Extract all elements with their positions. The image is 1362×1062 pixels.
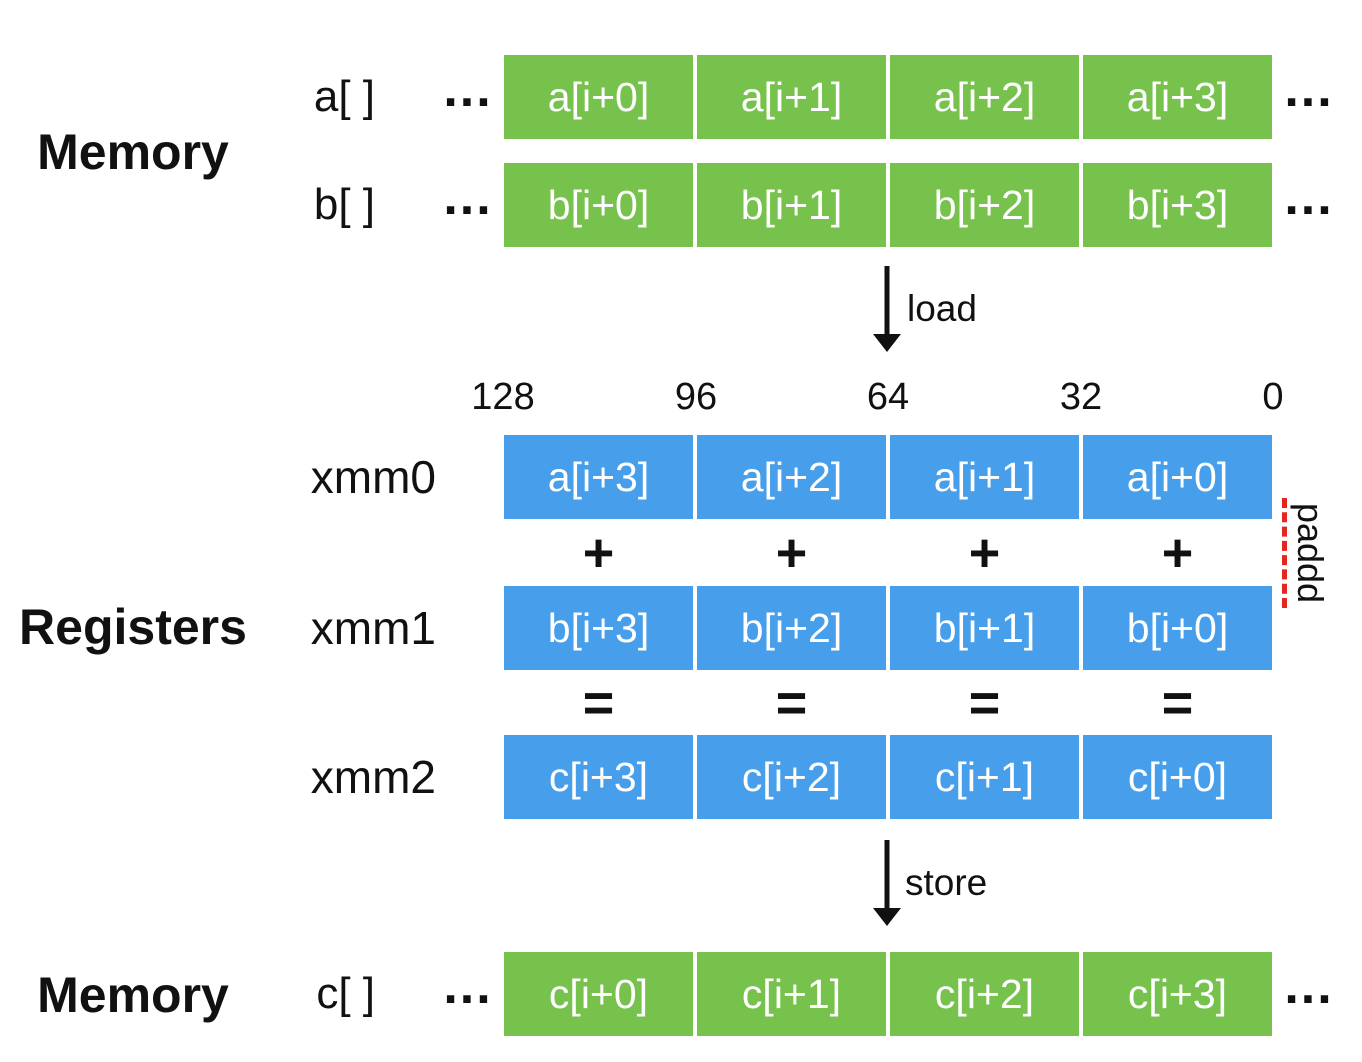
register-xmm1-label: xmm1 xyxy=(310,602,436,654)
register-cell: a[i+1] xyxy=(890,435,1079,519)
array-a-label: a[ ] xyxy=(313,72,375,121)
register-cell: b[i+0] xyxy=(1083,586,1272,670)
register-cell: c[i+1] xyxy=(890,735,1079,819)
arrow-head xyxy=(873,334,901,352)
register-cell: a[i+0] xyxy=(1083,435,1272,519)
bit-label-96: 96 xyxy=(674,376,718,418)
memory-cell: c[i+1] xyxy=(697,952,886,1036)
array-b-label: b[ ] xyxy=(313,180,375,229)
memory-cell: a[i+1] xyxy=(697,55,886,139)
load-label: load xyxy=(907,288,977,329)
memory-top-section-label: Memory xyxy=(37,123,229,180)
plus-operator: + xyxy=(582,522,615,583)
register-cell: c[i+3] xyxy=(504,735,693,819)
store-arrow-icon xyxy=(873,840,901,926)
arrow-head xyxy=(873,908,901,926)
equals-operator: = xyxy=(1161,672,1194,733)
equals-operator: = xyxy=(775,672,808,733)
paddd-instruction-label: paddd xyxy=(1282,498,1331,608)
memory-cell: b[i+0] xyxy=(504,163,693,247)
plus-operator: + xyxy=(968,522,1001,583)
register-cell: b[i+1] xyxy=(890,586,1079,670)
register-cell: b[i+3] xyxy=(504,586,693,670)
plus-operator-row: + + + + xyxy=(504,519,1272,586)
memory-cell: c[i+0] xyxy=(504,952,693,1036)
register-cell: c[i+2] xyxy=(697,735,886,819)
memory-cell: c[i+3] xyxy=(1083,952,1272,1036)
register-cell: a[i+2] xyxy=(697,435,886,519)
plus-operator: + xyxy=(1161,522,1194,583)
register-row-xmm1: b[i+3] b[i+2] b[i+1] b[i+0] xyxy=(504,586,1272,670)
memory-cell: c[i+2] xyxy=(890,952,1079,1036)
load-arrow-icon xyxy=(873,266,901,352)
memory-row-c: c[i+0] c[i+1] c[i+2] c[i+3] xyxy=(504,952,1272,1036)
equals-operator-row: = = = = xyxy=(504,670,1272,735)
ellipsis-right-a: ... xyxy=(1284,60,1334,118)
register-xmm0-label: xmm0 xyxy=(310,451,436,503)
memory-cell: b[i+2] xyxy=(890,163,1079,247)
bit-label-128: 128 xyxy=(471,376,535,418)
bit-label-64: 64 xyxy=(866,376,910,418)
ellipsis-right-c: ... xyxy=(1284,957,1334,1015)
plus-operator: + xyxy=(775,522,808,583)
bit-label-32: 32 xyxy=(1059,376,1103,418)
register-xmm2-label: xmm2 xyxy=(310,751,436,803)
ellipsis-left-c: ... xyxy=(443,957,493,1015)
ellipsis-left-a: ... xyxy=(443,60,493,118)
register-cell: a[i+3] xyxy=(504,435,693,519)
memory-cell: a[i+3] xyxy=(1083,55,1272,139)
memory-row-a: a[i+0] a[i+1] a[i+2] a[i+3] xyxy=(504,55,1272,139)
memory-cell: b[i+1] xyxy=(697,163,886,247)
arrow-shaft xyxy=(884,840,890,910)
memory-bottom-section-label: Memory xyxy=(37,966,229,1023)
registers-section-label: Registers xyxy=(19,599,247,655)
ellipsis-left-b: ... xyxy=(443,168,493,226)
equals-operator: = xyxy=(582,672,615,733)
register-cell: b[i+2] xyxy=(697,586,886,670)
register-row-xmm0: a[i+3] a[i+2] a[i+1] a[i+0] xyxy=(504,435,1272,519)
array-c-label: c[ ] xyxy=(316,969,375,1018)
register-cell: c[i+0] xyxy=(1083,735,1272,819)
memory-cell: b[i+3] xyxy=(1083,163,1272,247)
store-label: store xyxy=(905,862,988,903)
memory-cell: a[i+0] xyxy=(504,55,693,139)
memory-cell: a[i+2] xyxy=(890,55,1079,139)
ellipsis-right-b: ... xyxy=(1284,168,1334,226)
bit-label-0: 0 xyxy=(1262,376,1284,418)
register-row-xmm2: c[i+3] c[i+2] c[i+1] c[i+0] xyxy=(504,735,1272,819)
arrow-shaft xyxy=(884,266,890,336)
equals-operator: = xyxy=(968,672,1001,733)
memory-row-b: b[i+0] b[i+1] b[i+2] b[i+3] xyxy=(504,163,1272,247)
